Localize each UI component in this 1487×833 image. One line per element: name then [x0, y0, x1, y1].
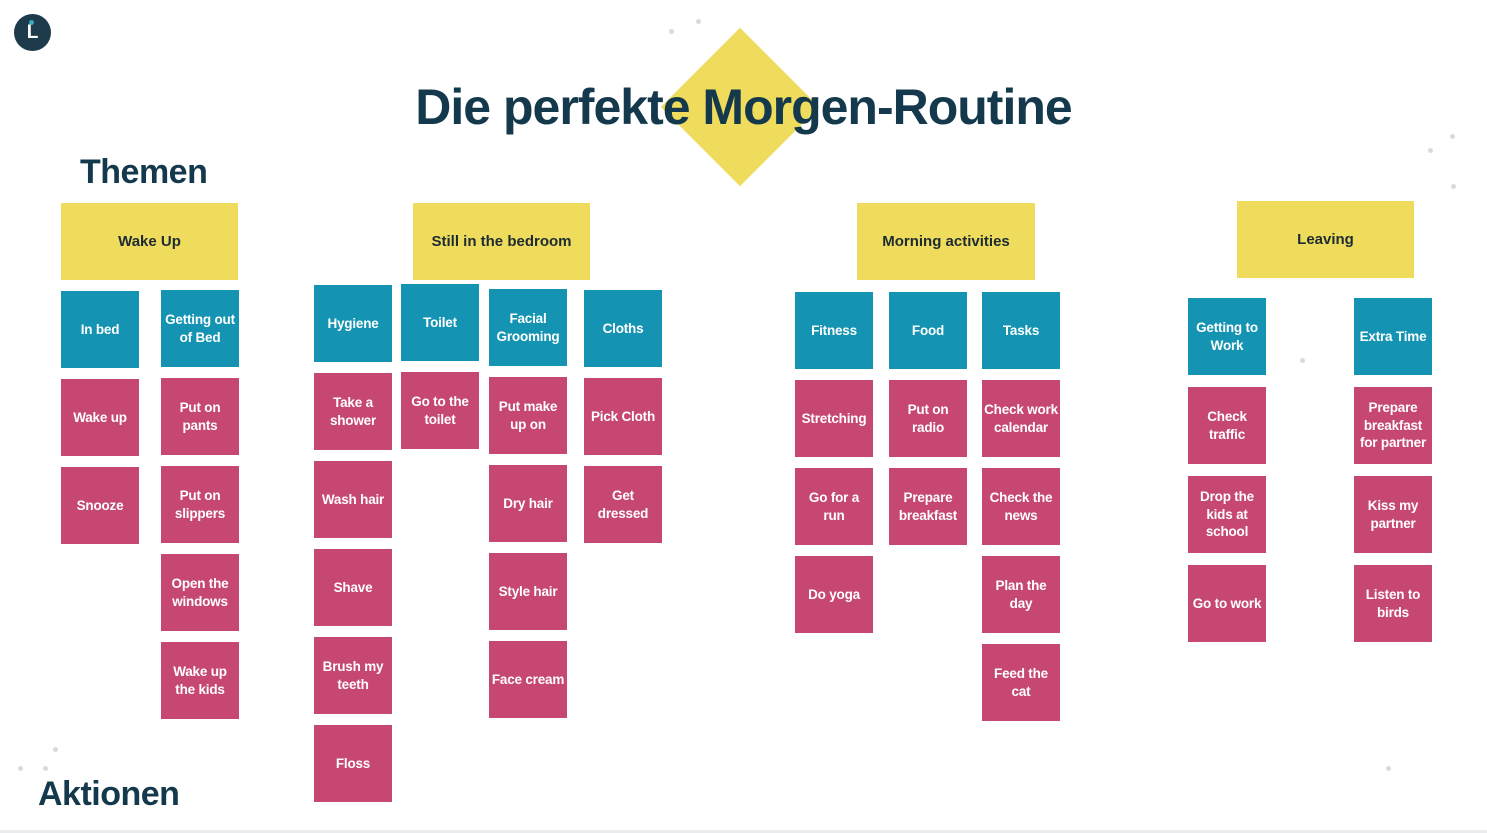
- action-card[interactable]: Check the news: [982, 468, 1060, 545]
- action-card[interactable]: Get dressed: [584, 466, 662, 543]
- action-card[interactable]: Brush my teeth: [314, 637, 392, 714]
- action-card[interactable]: Put on slippers: [161, 466, 239, 543]
- action-card[interactable]: Face cream: [489, 641, 567, 718]
- decorative-dot: [43, 766, 48, 771]
- group-header-leaving[interactable]: Leaving: [1237, 201, 1414, 278]
- action-card[interactable]: Floss: [314, 725, 392, 802]
- action-card[interactable]: Listen to birds: [1354, 565, 1432, 642]
- action-card[interactable]: Check work calendar: [982, 380, 1060, 457]
- action-card[interactable]: Check traffic: [1188, 387, 1266, 464]
- row-label-themen: Themen: [80, 153, 208, 191]
- board-title: Die perfekte Morgen-Routine: [415, 79, 1072, 135]
- category-card[interactable]: In bed: [61, 291, 139, 368]
- category-card[interactable]: Toilet: [401, 284, 479, 361]
- action-card[interactable]: Style hair: [489, 553, 567, 630]
- action-card[interactable]: Prepare breakfast: [889, 468, 967, 545]
- action-card[interactable]: Do yoga: [795, 556, 873, 633]
- action-card[interactable]: Go for a run: [795, 468, 873, 545]
- logo-letter: L: [26, 22, 39, 43]
- category-card[interactable]: Hygiene: [314, 285, 392, 362]
- action-card[interactable]: Drop the kids at school: [1188, 476, 1266, 553]
- category-card[interactable]: Getting to Work: [1188, 298, 1266, 375]
- decorative-dot: [1300, 358, 1305, 363]
- decorative-dot: [1428, 148, 1433, 153]
- action-card[interactable]: Go to work: [1188, 565, 1266, 642]
- decorative-dot: [53, 747, 58, 752]
- action-card[interactable]: Wake up the kids: [161, 642, 239, 719]
- category-card[interactable]: Facial Grooming: [489, 289, 567, 366]
- group-header-morning-activities[interactable]: Morning activities: [857, 203, 1035, 280]
- category-card[interactable]: Cloths: [584, 290, 662, 367]
- row-label-aktionen: Aktionen: [38, 775, 180, 813]
- logo-dot-icon: [29, 20, 34, 25]
- category-card[interactable]: Fitness: [795, 292, 873, 369]
- category-card[interactable]: Extra Time: [1354, 298, 1432, 375]
- group-header-still-in-the-bedroom[interactable]: Still in the bedroom: [413, 203, 590, 280]
- group-header-wake-up[interactable]: Wake Up: [61, 203, 238, 280]
- category-card[interactable]: Food: [889, 292, 967, 369]
- action-card[interactable]: Prepare breakfast for partner: [1354, 387, 1432, 464]
- action-card[interactable]: Shave: [314, 549, 392, 626]
- decorative-dot: [1386, 766, 1391, 771]
- action-card[interactable]: Put on radio: [889, 380, 967, 457]
- action-card[interactable]: Dry hair: [489, 465, 567, 542]
- decorative-dot: [696, 19, 701, 24]
- action-card[interactable]: Wake up: [61, 379, 139, 456]
- category-card[interactable]: Tasks: [982, 292, 1060, 369]
- decorative-dot: [669, 29, 674, 34]
- action-card[interactable]: Snooze: [61, 467, 139, 544]
- action-card[interactable]: Wash hair: [314, 461, 392, 538]
- action-card[interactable]: Go to the toilet: [401, 372, 479, 449]
- action-card[interactable]: Feed the cat: [982, 644, 1060, 721]
- action-card[interactable]: Stretching: [795, 380, 873, 457]
- decorative-dot: [1450, 134, 1455, 139]
- action-card[interactable]: Kiss my partner: [1354, 476, 1432, 553]
- action-card[interactable]: Pick Cloth: [584, 378, 662, 455]
- decorative-dot: [18, 766, 23, 771]
- action-card[interactable]: Take a shower: [314, 373, 392, 450]
- category-card[interactable]: Getting out of Bed: [161, 290, 239, 367]
- action-card[interactable]: Put make up on: [489, 377, 567, 454]
- action-card[interactable]: Open the windows: [161, 554, 239, 631]
- app-logo[interactable]: L: [14, 14, 51, 51]
- decorative-dot: [1451, 184, 1456, 189]
- action-card[interactable]: Plan the day: [982, 556, 1060, 633]
- action-card[interactable]: Put on pants: [161, 378, 239, 455]
